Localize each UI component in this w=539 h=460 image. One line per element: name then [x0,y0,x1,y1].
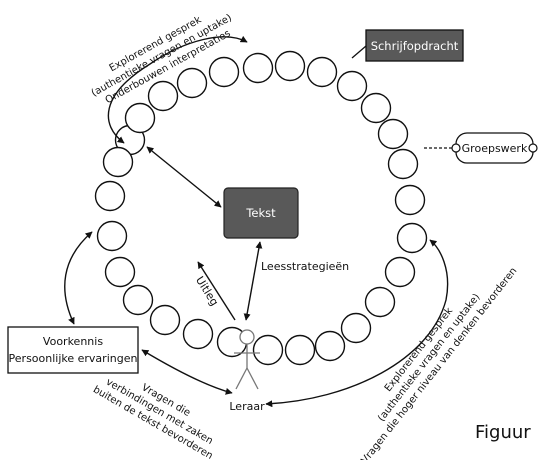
ring-circle [394,184,426,216]
tekst-label: Tekst [245,206,276,220]
ring-circle [306,56,338,88]
uitleg-arrow [197,261,236,321]
leraar-figure-icon [234,329,260,390]
ring-circle [208,56,240,88]
ring-circle [396,222,428,254]
circle-tekst-arrow [146,146,222,208]
ring-circle [182,318,214,350]
ring-circle [122,284,154,316]
leraar-voorkennis-arrow [141,349,233,395]
ring-circle [104,256,136,288]
bottom-left-vragen-text: Vragen die verbindingen met zaken buiten… [91,377,215,460]
ring-circle [314,330,346,362]
top-left-gesprek-arrow [107,35,248,144]
ring-circle [340,312,372,344]
groepswerk-label: Groepswerk [462,142,528,155]
ring-circle [284,334,316,366]
ring-circle [377,118,409,150]
ring-circle [149,304,181,336]
ring-circle [360,92,392,124]
persoonlijke-ervaringen-label: Persoonlijke ervaringen [9,352,138,365]
leraar-tekst-arrow [243,241,263,321]
voorkennis-box: Voorkennis Persoonlijke ervaringen [7,326,139,374]
leraar-label: Leraar [229,400,265,413]
ring-circle [387,148,419,180]
schrijfopdracht-box: Schrijfopdracht [351,29,464,62]
ring-circle [102,146,134,178]
voorkennis-label: Voorkennis [43,335,103,348]
svg-text:(authentieke vragen en uptake): (authentieke vragen en uptake) [376,292,482,424]
ring-circle [147,80,179,112]
ring-circle [336,70,368,102]
groepswerk-box: Groepswerk [424,132,538,164]
bottom-right-gesprek-arrow [265,239,449,408]
svg-text:verbindingen met zaken: verbindingen met zaken [104,377,215,447]
ring-circle [96,220,128,252]
arrows [64,35,449,408]
schrijfopdracht-label: Schrijfopdracht [371,39,459,53]
ring-circle [364,286,396,318]
voorkennis-ring-arrow [64,231,93,325]
tekst-box: Tekst [223,187,299,239]
ring-circle [94,180,126,212]
ring-circle [176,67,208,99]
figure-caption: Figuur [475,422,531,443]
ring-circle [384,256,416,288]
ring-circle [124,102,156,134]
ring-circle [274,50,306,82]
ring-circle [242,52,274,84]
ring-circle [252,334,284,366]
leesstrategieen-label: Leesstrategieën [261,260,349,273]
